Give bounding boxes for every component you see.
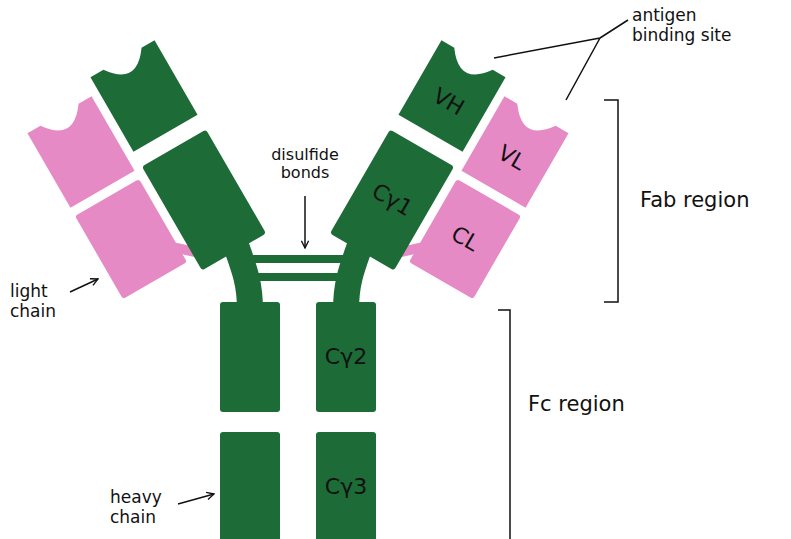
heavy-constant-domain: Cγ3 xyxy=(316,432,376,539)
chain-label: light chain xyxy=(10,282,68,321)
disulfide-bond xyxy=(245,273,351,281)
callout-label: antigen binding site xyxy=(632,6,744,45)
region-label: Fc region xyxy=(528,392,678,416)
heavy-constant-domain xyxy=(220,302,280,412)
domain-name: Cγ3 xyxy=(325,475,367,499)
domain-name: Cγ2 xyxy=(325,345,367,369)
pointer-arrow xyxy=(304,196,306,248)
pointer-arrow xyxy=(70,279,98,292)
chain-label: heavy chain xyxy=(110,488,174,527)
region-bracket xyxy=(498,310,510,539)
domain-name: Cγ1 xyxy=(368,179,417,221)
heavy-constant-domain: Cγ2 xyxy=(316,302,376,412)
callout-label: disulfide bonds xyxy=(260,146,350,183)
pointer-arrow xyxy=(178,494,214,504)
leader-line xyxy=(494,20,628,100)
heavy-constant-domain xyxy=(220,432,280,539)
region-bracket xyxy=(604,100,618,302)
domain-name: CL xyxy=(447,222,483,257)
light-constant-domain xyxy=(75,179,187,299)
disulfide-bond xyxy=(245,255,351,263)
region-label: Fab region xyxy=(640,188,790,212)
